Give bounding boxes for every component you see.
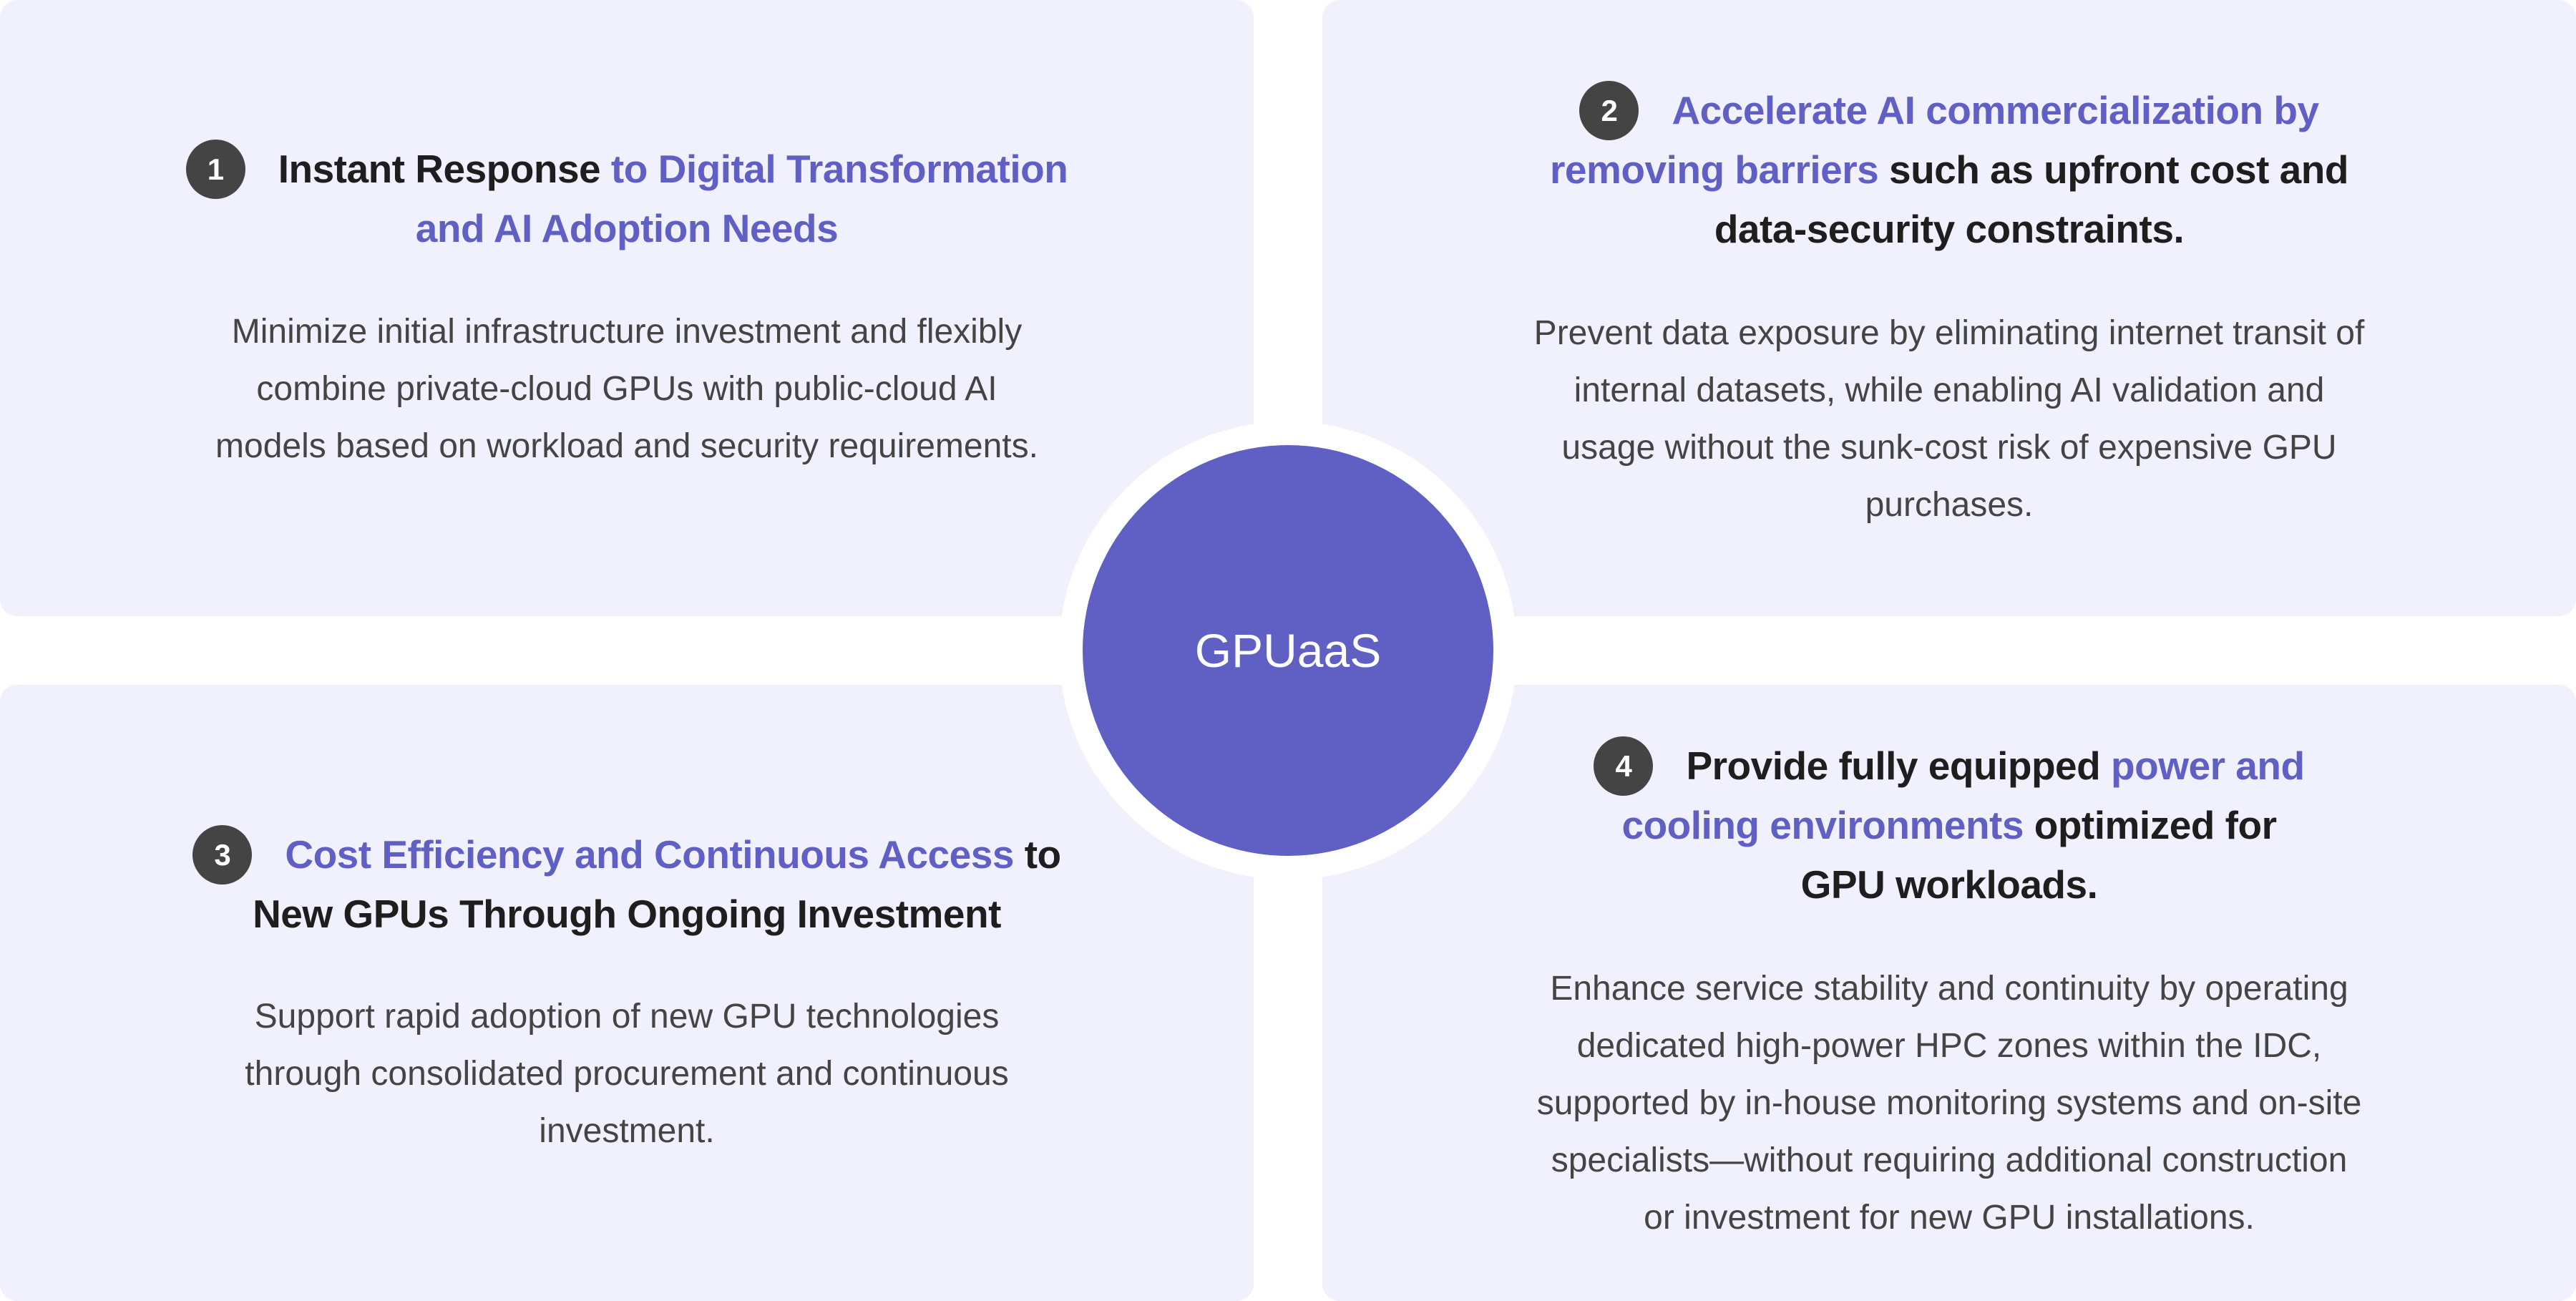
heading-highlight: Cost Efficiency and Continuous Access [285, 832, 1014, 877]
heading-highlight: and AI Adoption Needs [415, 206, 839, 250]
body-line: through consolidated procurement and con… [245, 1055, 1009, 1093]
heading-highlight: removing barriers [1550, 147, 1879, 192]
heading-text: Provide fully equipped [1686, 744, 2112, 788]
body-line: dedicated high-power HPC zones within th… [1576, 1027, 2322, 1065]
card-body: Prevent data exposure by eliminating int… [1377, 305, 2522, 534]
heading-highlight: Accelerate AI commercialization by [1672, 88, 2319, 132]
heading-text: New GPUs Through Ongoing Investment [253, 892, 1001, 936]
body-line: purchases. [1865, 486, 2034, 524]
card-cost-efficiency: 3 Cost Efficiency and Continuous Access t… [0, 685, 1254, 1301]
center-label: GPUaaS [1194, 624, 1382, 677]
card-heading: 4 Provide fully equipped power and coolin… [1377, 736, 2522, 915]
heading-text: to [1013, 832, 1061, 877]
number-badge-4: 4 [1594, 736, 1654, 796]
card-body: Enhance service stability and continuity… [1377, 960, 2522, 1247]
body-line: Enhance service stability and continuity… [1550, 970, 2348, 1008]
card-body: Minimize initial infrastructure investme… [54, 303, 1199, 475]
body-line: Minimize initial infrastructure investme… [231, 313, 1023, 351]
body-line: or investment for new GPU installations. [1644, 1199, 2255, 1237]
card-instant-response: 1 Instant Response to Digital Transformat… [0, 0, 1254, 616]
card-body: Support rapid adoption of new GPU techno… [54, 988, 1199, 1160]
card-heading: 1 Instant Response to Digital Transformat… [54, 140, 1199, 258]
body-line: investment. [539, 1112, 715, 1150]
body-line: Support rapid adoption of new GPU techno… [254, 998, 1000, 1036]
body-line: supported by in-house monitoring systems… [1536, 1084, 2362, 1122]
number-badge-3: 3 [192, 825, 253, 885]
card-heading: 3 Cost Efficiency and Continuous Access t… [54, 825, 1199, 944]
card-power-cooling: 4 Provide fully equipped power and coolin… [1322, 685, 2576, 1301]
body-line: usage without the sunk-cost risk of expe… [1561, 429, 2337, 467]
card-heading: 2 Accelerate AI commercialization by remo… [1377, 81, 2522, 259]
heading-text: optimized for [2023, 803, 2277, 847]
number-badge-2: 2 [1579, 81, 1639, 140]
center-hub: GPUaaS [1083, 445, 1493, 856]
body-line: specialists—without requiring additional… [1551, 1141, 2348, 1179]
heading-highlight: cooling environments [1621, 803, 2024, 847]
heading-text: GPU workloads. [1800, 862, 2098, 907]
body-line: models based on workload and security re… [215, 427, 1038, 465]
card-accelerate-ai: 2 Accelerate AI commercialization by remo… [1322, 0, 2576, 616]
number-badge-1: 1 [185, 140, 245, 199]
heading-text: such as upfront cost and [1878, 147, 2348, 192]
heading-text: Instant Response [278, 147, 611, 191]
heading-highlight: to Digital Transformation [610, 147, 1068, 191]
heading-text: data-security constraints. [1714, 207, 2185, 251]
body-line: combine private-cloud GPUs with public-c… [256, 370, 997, 408]
body-line: Prevent data exposure by eliminating int… [1533, 314, 2365, 352]
heading-highlight: power and [2111, 744, 2305, 788]
body-line: internal datasets, while enabling AI val… [1574, 371, 2325, 409]
